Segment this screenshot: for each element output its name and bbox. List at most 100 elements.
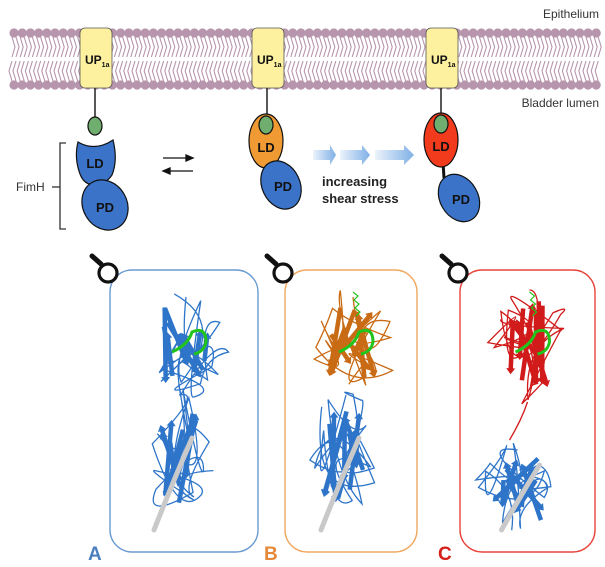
lipid-head [165,28,175,38]
lipid-tail [585,36,594,58]
lipid-head [157,28,167,38]
lipid-tail [393,60,402,82]
lipid-tail [57,60,66,82]
lipid-tail [156,60,165,82]
lipid-head [526,80,536,90]
beta-strand [351,327,368,358]
beta-strand [326,312,373,368]
lipid-head [189,28,199,38]
lipid-tail [33,60,42,82]
lipid-head [206,80,216,90]
lipid-head [411,28,421,38]
shear-stress-arrows: increasing shear stress [313,145,414,206]
lipid-head [517,28,528,38]
lipid-tail [410,60,419,82]
magnifier-icon [264,253,294,284]
lipid-head [304,80,314,90]
lipid-head [476,80,486,90]
lipid-head [509,80,519,90]
lipid-tail [11,36,20,58]
lipid-tail [229,60,238,82]
lipid-tail [536,36,545,58]
lipid-tail [188,60,197,82]
lipid-tail [557,60,566,82]
lipid-head [157,80,167,90]
lipid-tail [470,36,479,58]
lipid-head [25,28,35,38]
lipid-tail [60,36,69,58]
shear-arrow [340,145,370,165]
binding-loop [338,328,375,356]
binding-loop [514,328,552,356]
lipid-head [9,80,19,90]
lipid-tail [478,36,487,58]
structure-panel-c: C [438,253,596,565]
shear-label-line1: increasing [322,174,387,189]
lipid-tail [549,60,558,82]
lipid-head [558,28,569,38]
lipid-head [575,28,585,38]
lipid-tail [205,60,214,82]
lipid-head [509,28,519,38]
lipid-tail [208,36,217,58]
lipid-tail [519,36,528,58]
lipid-head [288,80,298,90]
lipid-tail [525,60,534,82]
lipid-tail [298,36,307,58]
lipid-head [239,80,249,90]
lipid-head [345,80,355,90]
lipid-head [230,28,240,38]
lipid-head [239,28,249,38]
lipid-head [567,28,577,38]
mannose-ligand [433,114,449,134]
lipid-tail [19,36,28,58]
lipid-tail [295,60,304,82]
beta-strand [506,324,516,375]
lipid-head [550,80,560,90]
binding-loop [171,328,208,356]
lipid-tail [495,36,504,58]
lipid-tail [369,60,378,82]
lipid-tail [164,60,173,82]
lipid-head [362,28,372,38]
lipid-tail [191,36,200,58]
lipid-head [337,28,347,38]
lipid-head [353,80,363,90]
lipid-head [370,80,380,90]
lipid-tail [320,60,329,82]
pd-label: PD [274,179,292,194]
panel-frame [284,269,418,553]
lipid-tail [377,60,386,82]
lipid-tail [361,60,370,82]
lipid-tail [577,36,586,58]
lipid-tail [150,36,159,58]
lipid-head [378,80,388,90]
structure-panel-b: B [264,253,418,565]
lipid-head [9,28,19,38]
lipid-head [66,80,76,90]
beta-strand [165,321,202,378]
lipid-tail [402,60,411,82]
lipid-tail [241,36,250,58]
lipid-tail [290,36,299,58]
beta-strand [537,305,547,385]
lipid-head [501,80,511,90]
shear-arrow [313,145,336,165]
lipid-head [534,80,544,90]
lipid-tail [24,60,33,82]
lipid-head [124,28,134,38]
lipid-tail [344,60,353,82]
lipid-tail [175,36,184,58]
lipid-tail [364,36,373,58]
lipid-head [50,28,60,38]
lipid-head [206,28,216,38]
lipid-tail [167,36,176,58]
uroplakin-receptor: UP1a [79,27,113,119]
lipid-head [312,80,322,90]
lipid-head [304,28,314,38]
lipid-head [411,80,421,90]
lipid-head [132,80,142,90]
lipid-tail [238,60,247,82]
lipid-head [214,28,224,38]
